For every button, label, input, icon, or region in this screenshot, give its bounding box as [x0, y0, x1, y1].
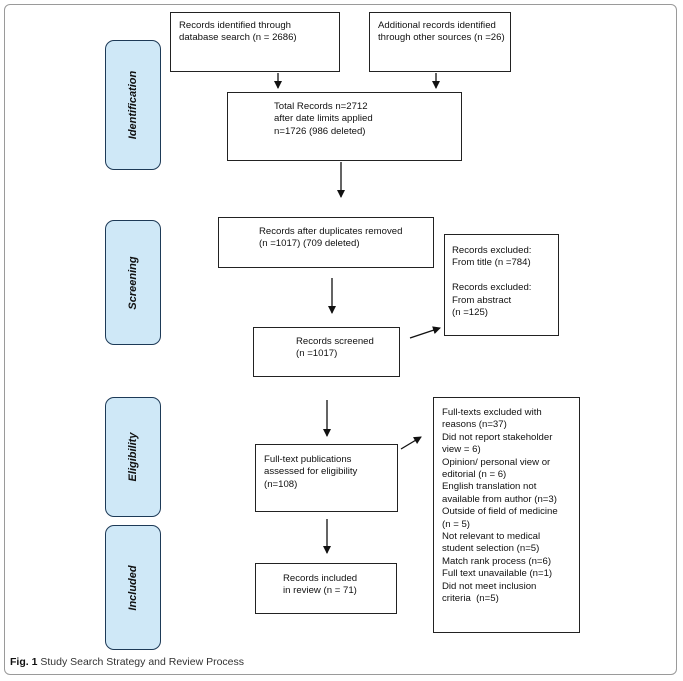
box-line: Did not meet inclusion [442, 580, 537, 592]
figure-number: Fig. 1 [10, 656, 38, 668]
box-line: Match rank process (n=6) [442, 555, 552, 567]
box-line: student selection (n=5) [442, 543, 540, 555]
box-line: view = 6) [442, 444, 481, 456]
box-line: Not relevant to medical [442, 531, 541, 543]
box-line: From abstract [452, 294, 512, 306]
box-line: From title (n =784) [452, 257, 531, 269]
database-search-box: Records identified through database sear… [170, 12, 340, 72]
phase-screening: Screening [105, 220, 161, 345]
box-line: (n =125) [452, 307, 488, 319]
figure-caption-text: Study Search Strategy and Review Process [37, 656, 245, 668]
box-line: after date limits applied [274, 113, 373, 125]
box-line: (n =1017) (709 deleted) [259, 238, 360, 250]
arrow-fulltext-to-excluded [400, 436, 422, 450]
phase-eligibility: Eligibility [105, 397, 161, 517]
box-line: Full text unavailable (n=1) [442, 568, 553, 580]
box-line: English translation not [442, 481, 537, 493]
phase-included: Included [105, 525, 161, 650]
box-line: Records screened [296, 336, 374, 347]
box-line: Full-text publications [264, 454, 352, 465]
phase-identification: Identification [105, 40, 161, 170]
figure-caption: Fig. 1 Study Search Strategy and Review … [10, 656, 244, 668]
box-line: n=1726 (986 deleted) [274, 125, 366, 137]
fulltext-excluded-box: Full-texts excluded with reasons (n=37) … [433, 397, 580, 633]
records-included-box: Records included in review (n = 71) [255, 563, 397, 614]
box-line: Full-texts excluded with [442, 407, 542, 418]
box-line: (n =1017) [296, 348, 338, 360]
box-line: in review (n = 71) [283, 585, 357, 597]
box-line: through other sources (n =26) [378, 32, 505, 44]
box-line: Outside of field of medicine [442, 506, 558, 518]
box-line: Records included [283, 573, 358, 584]
box-line: reasons (n=37) [442, 419, 507, 431]
arrow-screened-to-excluded [409, 326, 441, 339]
box-line: assessed for eligibility [264, 466, 358, 478]
box-line: Records identified through [179, 20, 291, 31]
box-line: Total Records n=2712 [274, 101, 368, 112]
box-line: (n = 5) [442, 518, 470, 530]
box-line: (n=108) [264, 478, 298, 490]
box-line: Opinion/ personal view or [442, 456, 551, 468]
box-line: database search (n = 2686) [179, 32, 297, 44]
box-line: criteria (n=5) [442, 593, 499, 605]
total-records-box: Total Records n=2712 after date limits a… [227, 92, 462, 161]
box-line: available from author (n=3) [442, 493, 557, 505]
after-duplicates-box: Records after duplicates removed (n =101… [218, 217, 434, 268]
records-excluded-box: Records excluded: From title (n =784) Re… [444, 234, 559, 336]
box-line: Records after duplicates removed [259, 226, 403, 237]
box-line: Records excluded: [452, 245, 532, 256]
fulltext-assessed-box: Full-text publications assessed for elig… [255, 444, 398, 512]
box-line: editorial (n = 6) [442, 469, 507, 481]
box-line: Did not report stakeholder [442, 431, 553, 443]
other-sources-box: Additional records identified through ot… [369, 12, 511, 72]
records-screened-box: Records screened (n =1017) [253, 327, 400, 377]
box-line: Additional records identified [378, 20, 496, 31]
box-line: Records excluded: [452, 282, 532, 294]
